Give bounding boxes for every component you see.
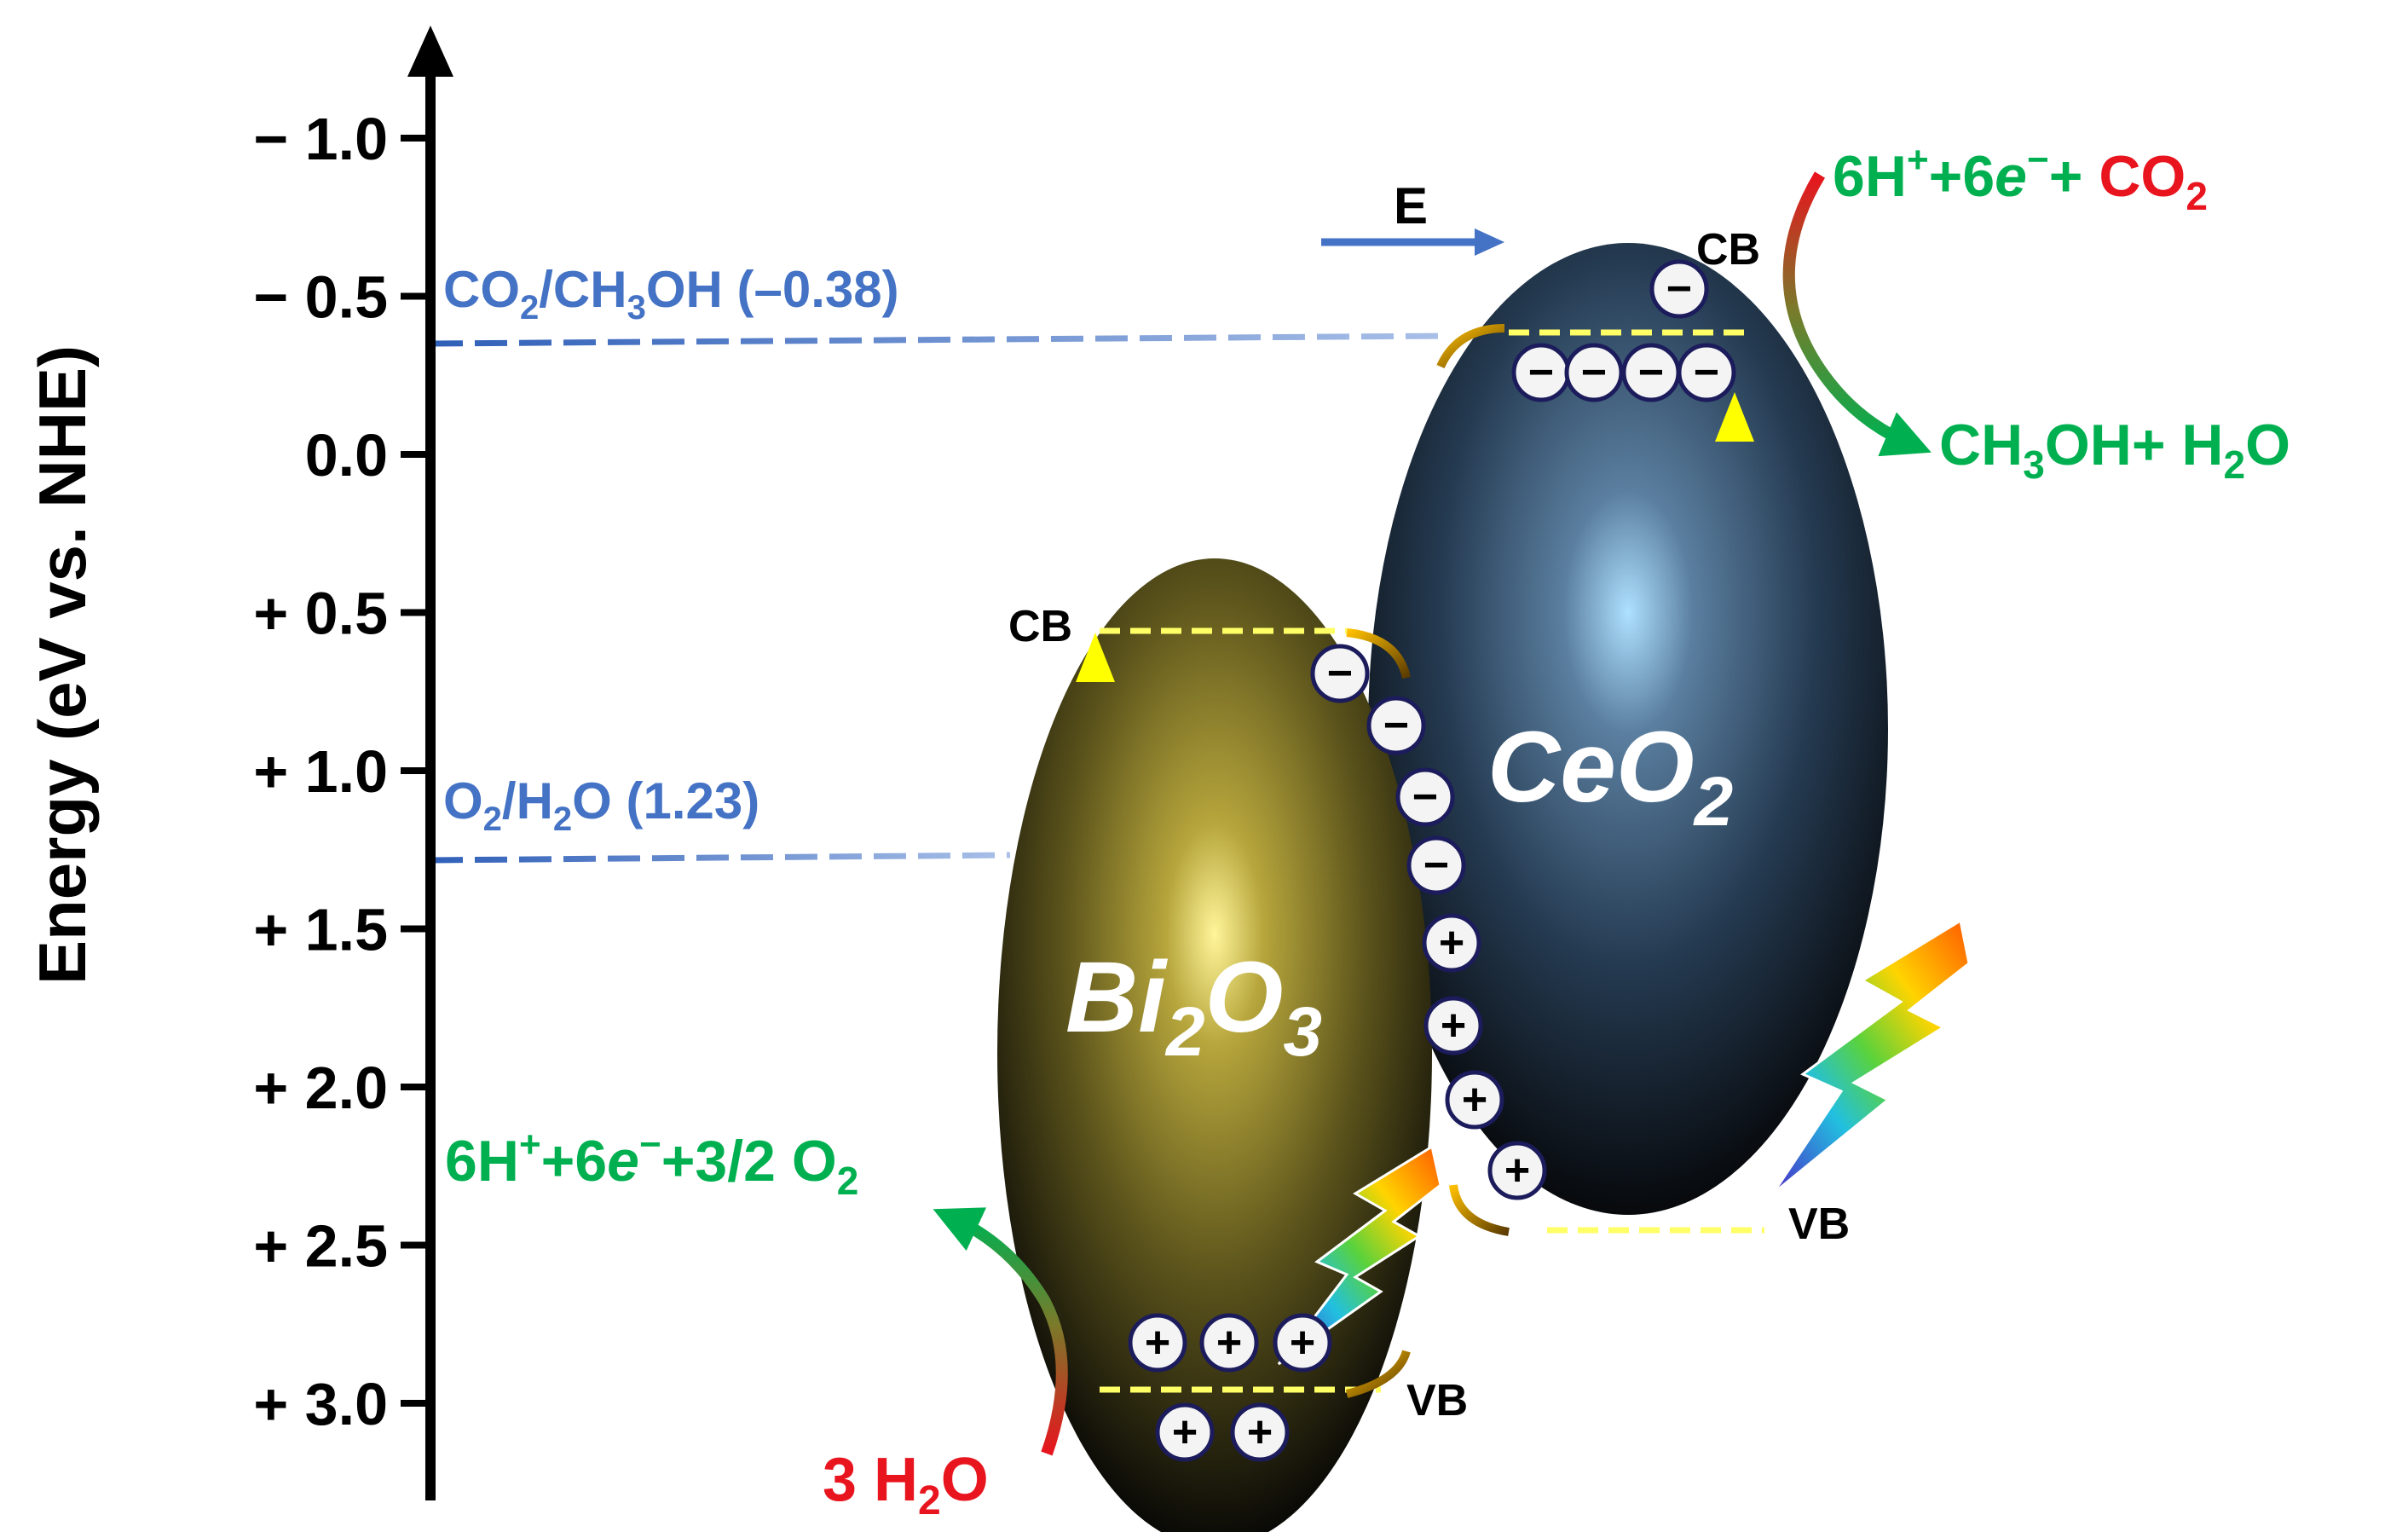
svg-text:+: + [1216, 1318, 1242, 1367]
svg-text:−: − [1383, 701, 1409, 750]
hole-symbol: + [1273, 1313, 1332, 1373]
hole-symbol: + [1422, 913, 1481, 973]
axis-tick-label: − 0.5 [253, 264, 388, 331]
svg-text:−: − [1694, 348, 1719, 397]
axis-tick-label: − 1.0 [253, 106, 388, 172]
svg-text:+: + [1439, 918, 1464, 968]
hole-symbol: + [1199, 1313, 1259, 1373]
reference-line-co2-ch3oh [430, 332, 1450, 347]
svg-text:−: − [1581, 348, 1607, 397]
transfer-hook-bi2o3-vb [1345, 1350, 1411, 1398]
light-bolt-ceo2-icon [1771, 918, 1971, 1195]
hole-symbol: + [1128, 1313, 1187, 1373]
svg-text:+: + [1290, 1318, 1315, 1367]
oxidation-products-label: 6H++6e−+3/2 O2 [445, 1124, 858, 1203]
axis-tick-label: + 1.0 [253, 738, 388, 805]
axis-label: Energy (eV vs. NHE) [25, 345, 100, 985]
svg-text:−: − [1638, 348, 1664, 397]
bi2o3-particle [997, 558, 1432, 1532]
bi2o3-cb-label: CB [1008, 602, 1072, 651]
hole-symbol: + [1230, 1402, 1290, 1462]
hole-symbol: + [1487, 1141, 1547, 1200]
hole-symbol: + [1423, 996, 1483, 1055]
electron-symbol: − [1621, 343, 1681, 402]
svg-text:−: − [1327, 649, 1353, 698]
ceo2-cb-label: CB [1696, 225, 1760, 275]
svg-text:+: + [1145, 1318, 1170, 1367]
hole-symbol: + [1445, 1070, 1504, 1130]
reference-line-o2-h2o [430, 852, 1011, 864]
transfer-hook-ceo2-cb [1436, 324, 1505, 369]
svg-text:+: + [1462, 1075, 1487, 1124]
svg-text:−: − [1666, 264, 1692, 314]
electron-symbol: − [1677, 343, 1736, 402]
ceo2-name: CeO2 [1487, 711, 1733, 841]
axis-tick-label: + 1.5 [253, 897, 388, 963]
ceo2-vb-label: VB [1788, 1200, 1850, 1249]
electron-symbol: − [1564, 343, 1624, 402]
energy-axis-arrowhead [407, 26, 453, 77]
oxidation-arrow [933, 1207, 1068, 1456]
axis-tick-label: + 2.0 [253, 1055, 388, 1121]
ceo2-particle [1368, 243, 1888, 1215]
transfer-hook-bi2o3-cb [1346, 628, 1411, 679]
oxidation-reactant-label: 3 H2O [823, 1446, 989, 1523]
reference-label-co2-ch3oh: CO2/CH3OH (–0.38) [443, 261, 899, 327]
transfer-hook-ceo2-vb [1449, 1184, 1510, 1236]
axis-tick-label: 0.0 [305, 422, 388, 489]
axis-tick-label: + 0.5 [253, 581, 388, 647]
svg-text:−: − [1423, 841, 1449, 890]
reduction-products-label: CH3OH+ H2O [1939, 413, 2290, 487]
axis-tick-label: + 3.0 [253, 1371, 388, 1437]
svg-text:−: − [1412, 772, 1438, 822]
charge-carriers: −−−−−−−−−+++++++++ [1128, 259, 1736, 1462]
reduction-reactants-label: 6H++6e−+ CO2 [1833, 139, 2208, 218]
electron-symbol: − [1310, 644, 1370, 703]
svg-text:+: + [1172, 1408, 1198, 1457]
svg-text:−: − [1528, 348, 1554, 397]
svg-text:+: + [1504, 1146, 1530, 1195]
axis-ticks: − 1.0 − 0.5 0.0 + 0.5 + 1.0 + 1.5 + 2.0 + 2.5 + … [253, 106, 430, 1437]
bi2o3-vb-label: VB [1406, 1376, 1468, 1425]
ceo2-excitation-arrowhead [1715, 392, 1754, 442]
electron-symbol: − [1511, 343, 1571, 402]
electric-field-label: E [1394, 177, 1428, 234]
reference-label-o2-h2o: O2/H2O (1.23) [443, 772, 759, 838]
electron-symbol: − [1395, 767, 1455, 827]
bi2o3-excitation-arrowhead [1076, 633, 1115, 682]
svg-text:+: + [1247, 1408, 1273, 1457]
electron-symbol: − [1406, 835, 1466, 895]
reduction-arrow [1782, 171, 1932, 457]
electric-field-arrowhead [1475, 228, 1504, 256]
hole-symbol: + [1155, 1402, 1215, 1462]
svg-text:+: + [1441, 1001, 1466, 1050]
electron-symbol: − [1649, 259, 1709, 319]
axis-tick-label: + 2.5 [253, 1213, 388, 1280]
electron-symbol: − [1366, 696, 1426, 755]
light-bolt-bi2o3-icon [1277, 1144, 1442, 1366]
